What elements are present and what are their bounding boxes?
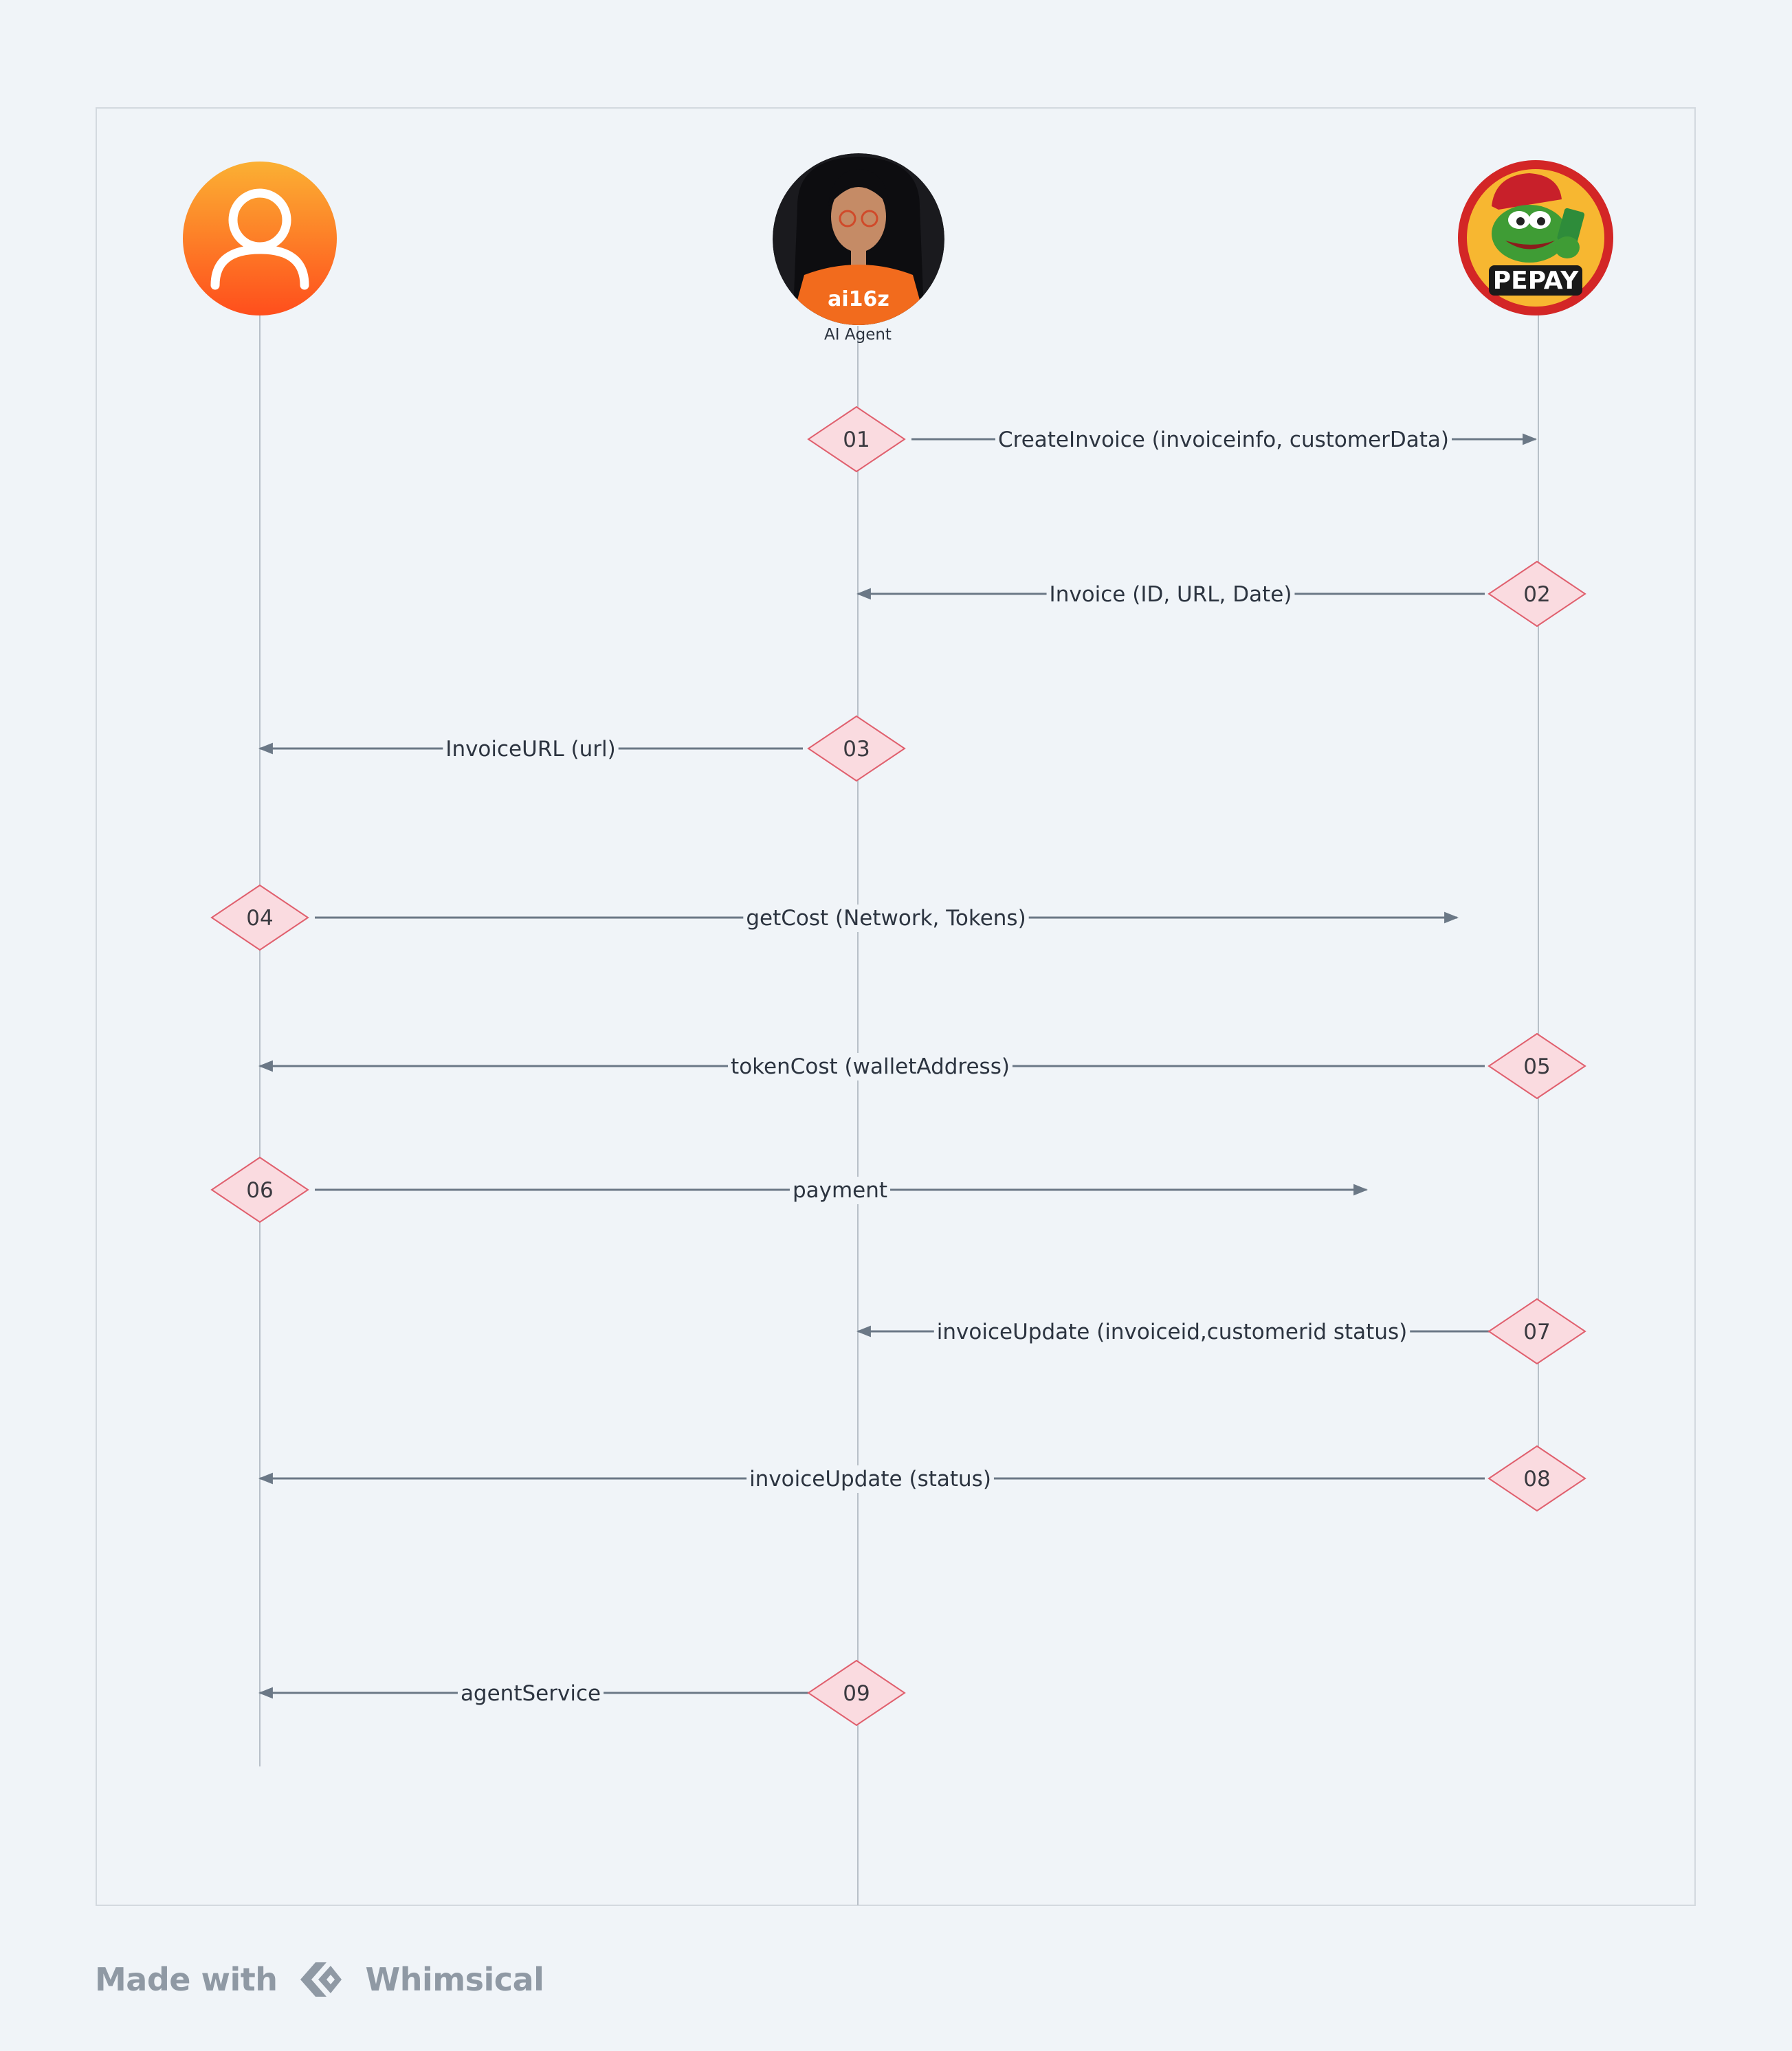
agent-caption: AI Agent xyxy=(824,326,892,344)
message-label-background xyxy=(1046,581,1295,608)
message-label: invoiceUpdate (status) xyxy=(749,1467,991,1492)
pepay-logo-text: PEPAY xyxy=(1493,267,1579,295)
message-label: payment xyxy=(793,1178,887,1203)
agent-avatar: ai16z xyxy=(773,153,944,325)
step-number: 01 xyxy=(843,428,870,452)
message-label-background xyxy=(728,1053,1013,1080)
message-label: InvoiceURL (url) xyxy=(445,737,615,762)
step-diamond xyxy=(807,715,906,782)
message-label-background xyxy=(789,1177,891,1204)
step-number: 05 xyxy=(1523,1054,1550,1079)
step-diamond xyxy=(1487,1445,1586,1512)
message-05: tokenCost (walletAddress) 05 xyxy=(258,1032,1586,1100)
step-diamond xyxy=(1487,560,1586,628)
message-label: agentService xyxy=(461,1681,601,1706)
step-number: 08 xyxy=(1523,1467,1550,1492)
message-label: CreateInvoice (invoiceinfo, customerData… xyxy=(998,428,1449,452)
step-number: 06 xyxy=(246,1178,273,1203)
whimsical-brand-label: Whimsical xyxy=(365,1961,544,1998)
message-06: payment 06 xyxy=(210,1156,1369,1223)
message-label-background xyxy=(933,1318,1411,1346)
message-01: CreateInvoice (invoiceinfo, customerData… xyxy=(807,406,1538,473)
step-diamond xyxy=(210,1156,309,1223)
message-04: getCost (Network, Tokens) 04 xyxy=(210,884,1459,951)
step-diamond xyxy=(1487,1032,1586,1100)
step-number: 09 xyxy=(843,1681,870,1706)
pepay-frog-icon xyxy=(1492,173,1585,263)
step-diamond xyxy=(807,1659,906,1727)
agent-shirt-text: ai16z xyxy=(828,287,889,311)
step-diamond xyxy=(807,406,906,473)
agent-participant: ai16z AI Agent xyxy=(773,153,944,344)
step-number: 03 xyxy=(843,737,870,762)
message-09: agentService 09 xyxy=(258,1659,906,1727)
message-07: invoiceUpdate (invoiceid,customerid stat… xyxy=(856,1298,1586,1365)
message-label-background xyxy=(995,426,1452,454)
pepay-participant: PEPAY xyxy=(1458,160,1613,315)
step-number: 07 xyxy=(1523,1320,1550,1344)
diagram-frame xyxy=(96,107,1696,1906)
step-diamond xyxy=(210,884,309,951)
message-label: invoiceUpdate (invoiceid,customerid stat… xyxy=(937,1320,1407,1344)
step-number: 02 xyxy=(1523,582,1550,607)
message-08: invoiceUpdate (status) 08 xyxy=(258,1445,1586,1512)
made-with-whimsical-footer[interactable]: Made with Whimsical xyxy=(95,1955,544,2004)
whimsical-logo-icon xyxy=(300,1962,342,1997)
message-label-background xyxy=(746,1465,994,1493)
user-avatar-icon xyxy=(183,162,337,315)
message-label-background xyxy=(743,905,1029,932)
step-diamond xyxy=(1487,1298,1586,1365)
message-03: InvoiceURL (url) 03 xyxy=(258,715,906,782)
message-label: Invoice (ID, URL, Date) xyxy=(1050,582,1292,607)
message-label-background xyxy=(457,1680,604,1707)
made-with-label: Made with xyxy=(95,1961,278,1998)
step-number: 04 xyxy=(246,906,273,931)
message-label: tokenCost (walletAddress) xyxy=(731,1054,1010,1079)
message-label-background xyxy=(443,735,619,763)
message-label: getCost (Network, Tokens) xyxy=(746,906,1026,931)
message-02: Invoice (ID, URL, Date) 02 xyxy=(856,560,1586,628)
user-participant xyxy=(183,162,337,315)
